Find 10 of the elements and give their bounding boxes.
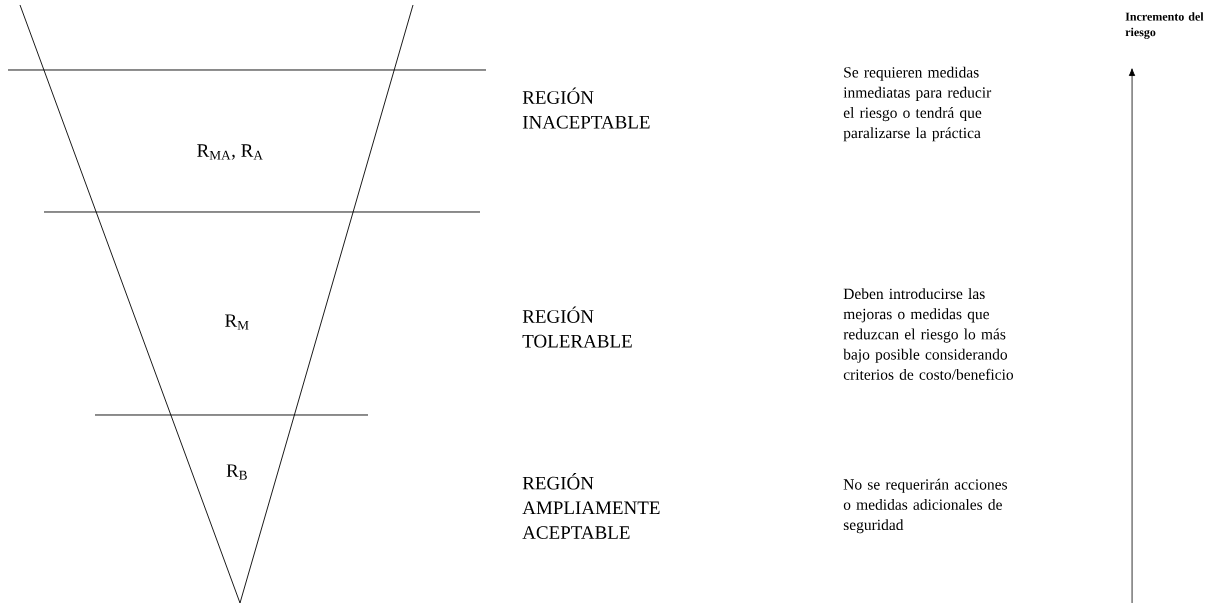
description-text: Se requieren medidas inmediatas para reducir el riesgo o tendrá que paralizarse la práctica bbox=[843, 66, 992, 142]
description-text: No se requerirán acciones o medidas adicionales de seguridad bbox=[843, 478, 1008, 534]
region-label: REGIÓN AMPLIAMENTE ACEPTABLE bbox=[522, 473, 660, 539]
description-text: Deben introducirse las mejoras o medidas que reduzcan el riesgo lo más bajo posible considerando criterios de costo/beneficio bbox=[843, 288, 1014, 380]
zone-label: R$_{B}$ bbox=[226, 464, 247, 480]
region-label: REGIÓN TOLERABLE bbox=[522, 306, 632, 348]
zone-label: R$_{M}$ bbox=[225, 314, 249, 330]
axis-label: Incremento del riesgo bbox=[1125, 12, 1204, 39]
region-label: REGIÓN INACEPTABLE bbox=[522, 87, 650, 129]
zone-label: R$_{MA}$, R$_{A}$ bbox=[197, 144, 263, 160]
